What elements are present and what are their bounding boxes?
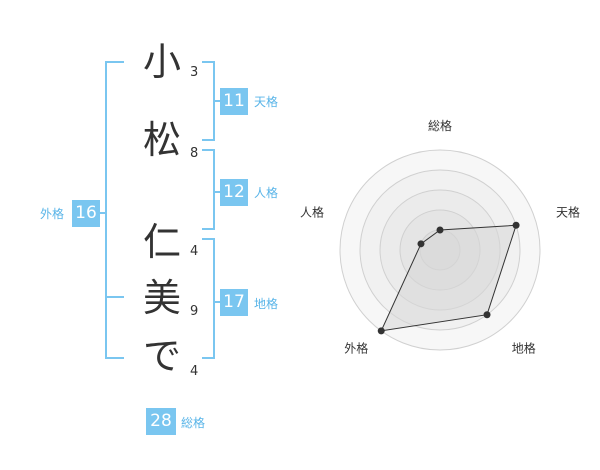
jinkaku-label: 人格 <box>254 186 279 200</box>
soukaku-label: 総格 <box>181 416 206 430</box>
chikaku-score-badge: 17 <box>220 289 248 316</box>
radar-axis-label-2: 天格 <box>556 204 580 219</box>
radar-point-1 <box>436 226 444 234</box>
radar-point-2 <box>512 221 520 229</box>
chikaku-bracket <box>202 238 215 359</box>
stroke-count-1: 3 <box>190 65 199 80</box>
radar-axis-label-1: 総格 <box>428 118 452 133</box>
stroke-count-3: 4 <box>190 244 199 259</box>
name-char-5: で <box>142 334 181 378</box>
name-char-2: 松 <box>142 118 181 162</box>
stroke-count-4: 9 <box>190 304 199 319</box>
chikaku-label: 地格 <box>254 297 279 311</box>
radar-series-polygon <box>380 224 517 332</box>
gaikaku-label: 外格 <box>40 207 65 221</box>
radar-point-3 <box>483 311 491 319</box>
gaikaku-bracket <box>105 61 124 359</box>
radar-axis-label-3: 地格 <box>512 341 536 356</box>
name-char-3: 仁 <box>142 220 181 264</box>
gaikaku-score-badge: 16 <box>72 200 100 227</box>
stroke-count-5: 4 <box>190 364 199 379</box>
radar-axis-label-4: 外格 <box>344 341 368 356</box>
tenkaku-score-badge: 11 <box>220 88 248 115</box>
jinkaku-bracket <box>202 149 215 230</box>
stroke-count-2: 8 <box>190 146 199 161</box>
soukaku-score-badge: 28 <box>146 408 176 435</box>
radar-point-4 <box>377 327 385 335</box>
radar-point-5 <box>417 240 425 248</box>
radar-axis-label-5: 人格 <box>300 204 324 219</box>
name-char-1: 小 <box>142 40 181 84</box>
tenkaku-label: 天格 <box>254 95 279 109</box>
name-char-4: 美 <box>142 276 181 320</box>
jinkaku-score-badge: 12 <box>220 179 248 206</box>
